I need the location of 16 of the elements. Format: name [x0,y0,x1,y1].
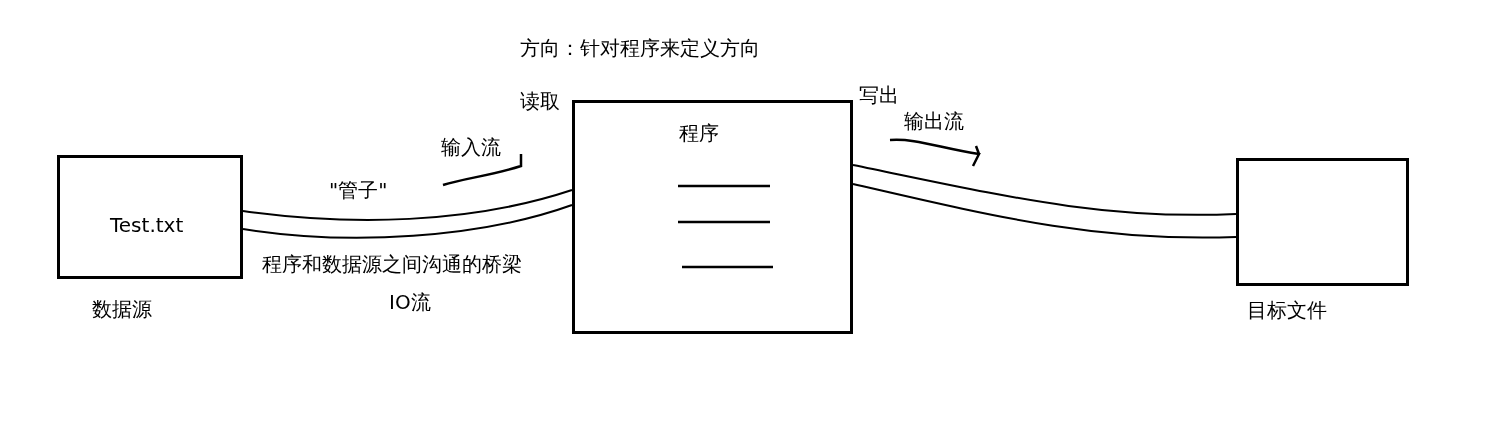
file-box [1236,158,1409,286]
node-caption: 目标文件 [1247,298,1327,322]
pipe-connector [852,164,1237,239]
annotation-text: 写出 [859,83,899,107]
annotation-text: 输入流 [441,135,501,159]
annotation-text: 程序和数据源之间沟通的桥梁 [262,252,522,276]
file-box [57,155,243,279]
annotation-text: 读取 [520,89,560,113]
pipe-connector [242,189,573,239]
node-label: 程序 [679,121,719,145]
node-caption: 数据源 [92,297,152,321]
program-box [572,100,853,334]
annotation-text: 输出流 [904,109,964,133]
annotation-text: IO流 [389,290,431,314]
node-label: Test.txt [110,213,184,237]
annotation-text: 方向：针对程序来定义方向 [520,36,760,60]
